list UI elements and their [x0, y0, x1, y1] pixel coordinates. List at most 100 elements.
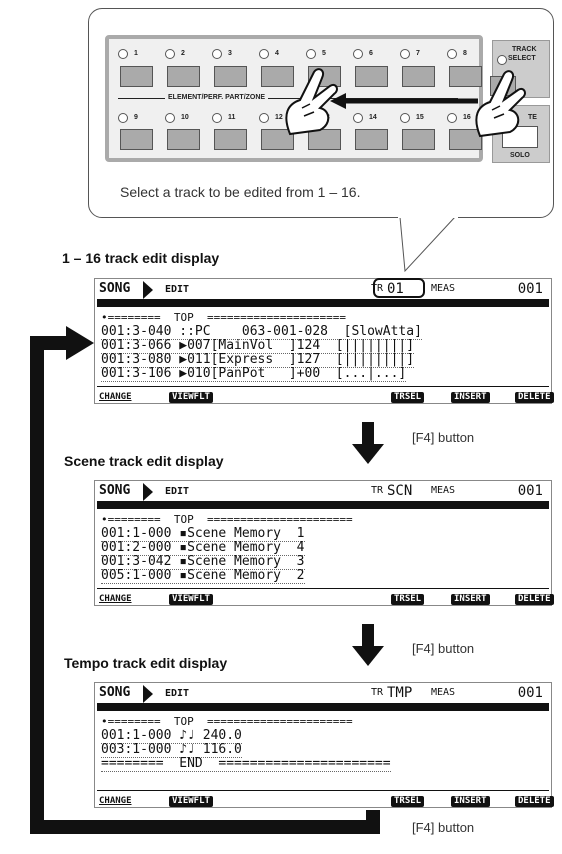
track-button-11[interactable] — [214, 129, 247, 150]
lcd-event-line: 001:3-106 ▶010[PanPot ]+00 [...|...] — [101, 366, 407, 382]
lcd-fkey-trsel[interactable]: TRSEL — [391, 796, 425, 807]
section-title-scene: Scene track edit display — [64, 453, 224, 469]
lcd-tr-label: TR — [371, 687, 384, 698]
lcd-fkey-insert[interactable]: INSERT — [451, 796, 490, 807]
lcd-fkey-change[interactable]: CHANGE — [99, 594, 132, 604]
track-button-7[interactable] — [402, 66, 435, 87]
solo-label: SOLO — [510, 152, 530, 159]
zone-label: ELEMENT/PERF. PART/ZONE — [165, 94, 269, 101]
track-number-10: 10 — [181, 114, 189, 121]
track-number-11: 11 — [228, 114, 236, 121]
track-number-15: 15 — [416, 114, 424, 121]
lcd-meas-label: MEAS — [431, 485, 456, 496]
track-button-16[interactable] — [449, 129, 482, 150]
track-button-4[interactable] — [261, 66, 294, 87]
lcd-event-line: 001:3-042 ▪Scene Memory 3 — [101, 554, 305, 570]
zone-line — [118, 98, 458, 99]
track-button-1[interactable] — [120, 66, 153, 87]
tr-highlight — [373, 278, 425, 298]
track-number-16: 16 — [463, 114, 471, 121]
track-led-15 — [400, 113, 410, 123]
f4-label-3: [F4] button — [412, 820, 475, 835]
lcd-event-line: 001:3-040 ::PC 063-001-028 [SlowAtta] — [101, 324, 422, 340]
lcd-edit-label: EDIT — [165, 688, 190, 699]
lcd-fkey-delete[interactable]: DELETE — [515, 392, 554, 403]
lcd-fkey-viewflt[interactable]: VIEWFLT — [169, 796, 213, 807]
lcd-tab-triangle — [143, 685, 153, 703]
track-number-7: 7 — [416, 50, 420, 57]
callout-caption: Select a track to be edited from 1 – 16. — [120, 184, 361, 200]
lcd-divider — [97, 386, 549, 387]
lcd-event-line: 001:1-000 ♪♩ 240.0 — [101, 728, 242, 744]
track-number-4: 4 — [275, 50, 279, 57]
section-title-1-16: 1 – 16 track edit display — [62, 250, 220, 266]
down-arrow-2 — [352, 624, 384, 666]
lcd-meas-label: MEAS — [431, 687, 456, 698]
lcd-event-line: 003:1-000 ♪♩ 116.0 — [101, 742, 242, 758]
track-select-label-2: SELECT — [508, 55, 536, 62]
track-button-14[interactable] — [355, 129, 388, 150]
down-arrow-1 — [352, 422, 384, 464]
track-button-10[interactable] — [167, 129, 200, 150]
track-led-10 — [165, 113, 175, 123]
track-led-8 — [447, 49, 457, 59]
lcd-tr-label: TR — [371, 485, 384, 496]
track-led-11 — [212, 113, 222, 123]
lcd-fkey-trsel[interactable]: TRSEL — [391, 392, 425, 403]
lcd-fkey-delete[interactable]: DELETE — [515, 594, 554, 605]
loop-arrow-bottom — [30, 820, 380, 834]
lcd-fkey-trsel[interactable]: TRSEL — [391, 594, 425, 605]
track-number-3: 3 — [228, 50, 232, 57]
hand-icon-left — [285, 68, 338, 136]
track-led-12 — [259, 113, 269, 123]
track-number-2: 2 — [181, 50, 185, 57]
track-button-3[interactable] — [214, 66, 247, 87]
lcd-song-tab: SONG — [99, 483, 131, 498]
track-number-14: 14 — [369, 114, 377, 121]
lcd-fkey-viewflt[interactable]: VIEWFLT — [169, 594, 213, 605]
section-title-tempo: Tempo track edit display — [64, 655, 228, 671]
track-button-8[interactable] — [449, 66, 482, 87]
loop-arrow-top — [30, 336, 70, 350]
lcd-fkey-viewflt[interactable]: VIEWFLT — [169, 392, 213, 403]
callout-pointer — [398, 215, 458, 273]
hand-icon-right — [475, 70, 526, 138]
lcd-meas-label: MEAS — [431, 283, 456, 294]
mute-label: TE — [528, 114, 537, 121]
lcd-tab-triangle — [143, 483, 153, 501]
track-select-label-1: TRACK — [512, 46, 537, 53]
track-led-4 — [259, 49, 269, 59]
track-button-9[interactable] — [120, 129, 153, 150]
track-number-5: 5 — [322, 50, 326, 57]
lcd-event-line: 005:1-000 ▪Scene Memory 2 — [101, 568, 305, 584]
track-button-15[interactable] — [402, 129, 435, 150]
lcd-tr-value: SCN — [387, 483, 413, 499]
lcd-fkey-insert[interactable]: INSERT — [451, 594, 490, 605]
lcd-meas-value: 001 — [517, 685, 543, 701]
track-number-12: 12 — [275, 114, 283, 121]
lcd-top-line: •======== TOP ===================== — [101, 311, 347, 324]
track-led-9 — [118, 113, 128, 123]
lcd-fkey-insert[interactable]: INSERT — [451, 392, 490, 403]
lcd-tab-triangle — [143, 281, 153, 299]
track-number-6: 6 — [369, 50, 373, 57]
lcd-fkey-change[interactable]: CHANGE — [99, 392, 132, 402]
lcd-fkey-delete[interactable]: DELETE — [515, 796, 554, 807]
track-button-12[interactable] — [261, 129, 294, 150]
lcd-edit-label: EDIT — [165, 486, 190, 497]
lcd-title-bar — [97, 501, 549, 509]
lcd-song-tab: SONG — [99, 281, 131, 296]
track-button-13[interactable] — [308, 129, 341, 150]
lcd-tr-value: 01 — [387, 281, 404, 297]
lcd-fkey-change[interactable]: CHANGE — [99, 796, 132, 806]
track-button-6[interactable] — [355, 66, 388, 87]
track-led-5 — [306, 49, 316, 59]
track-led-6 — [353, 49, 363, 59]
f4-label-1: [F4] button — [412, 430, 475, 445]
lcd-tr-value: TMP — [387, 685, 413, 701]
f4-label-2: [F4] button — [412, 641, 475, 656]
track-button-2[interactable] — [167, 66, 200, 87]
loop-arrow-left — [30, 336, 44, 834]
track-number-1: 1 — [134, 50, 138, 57]
